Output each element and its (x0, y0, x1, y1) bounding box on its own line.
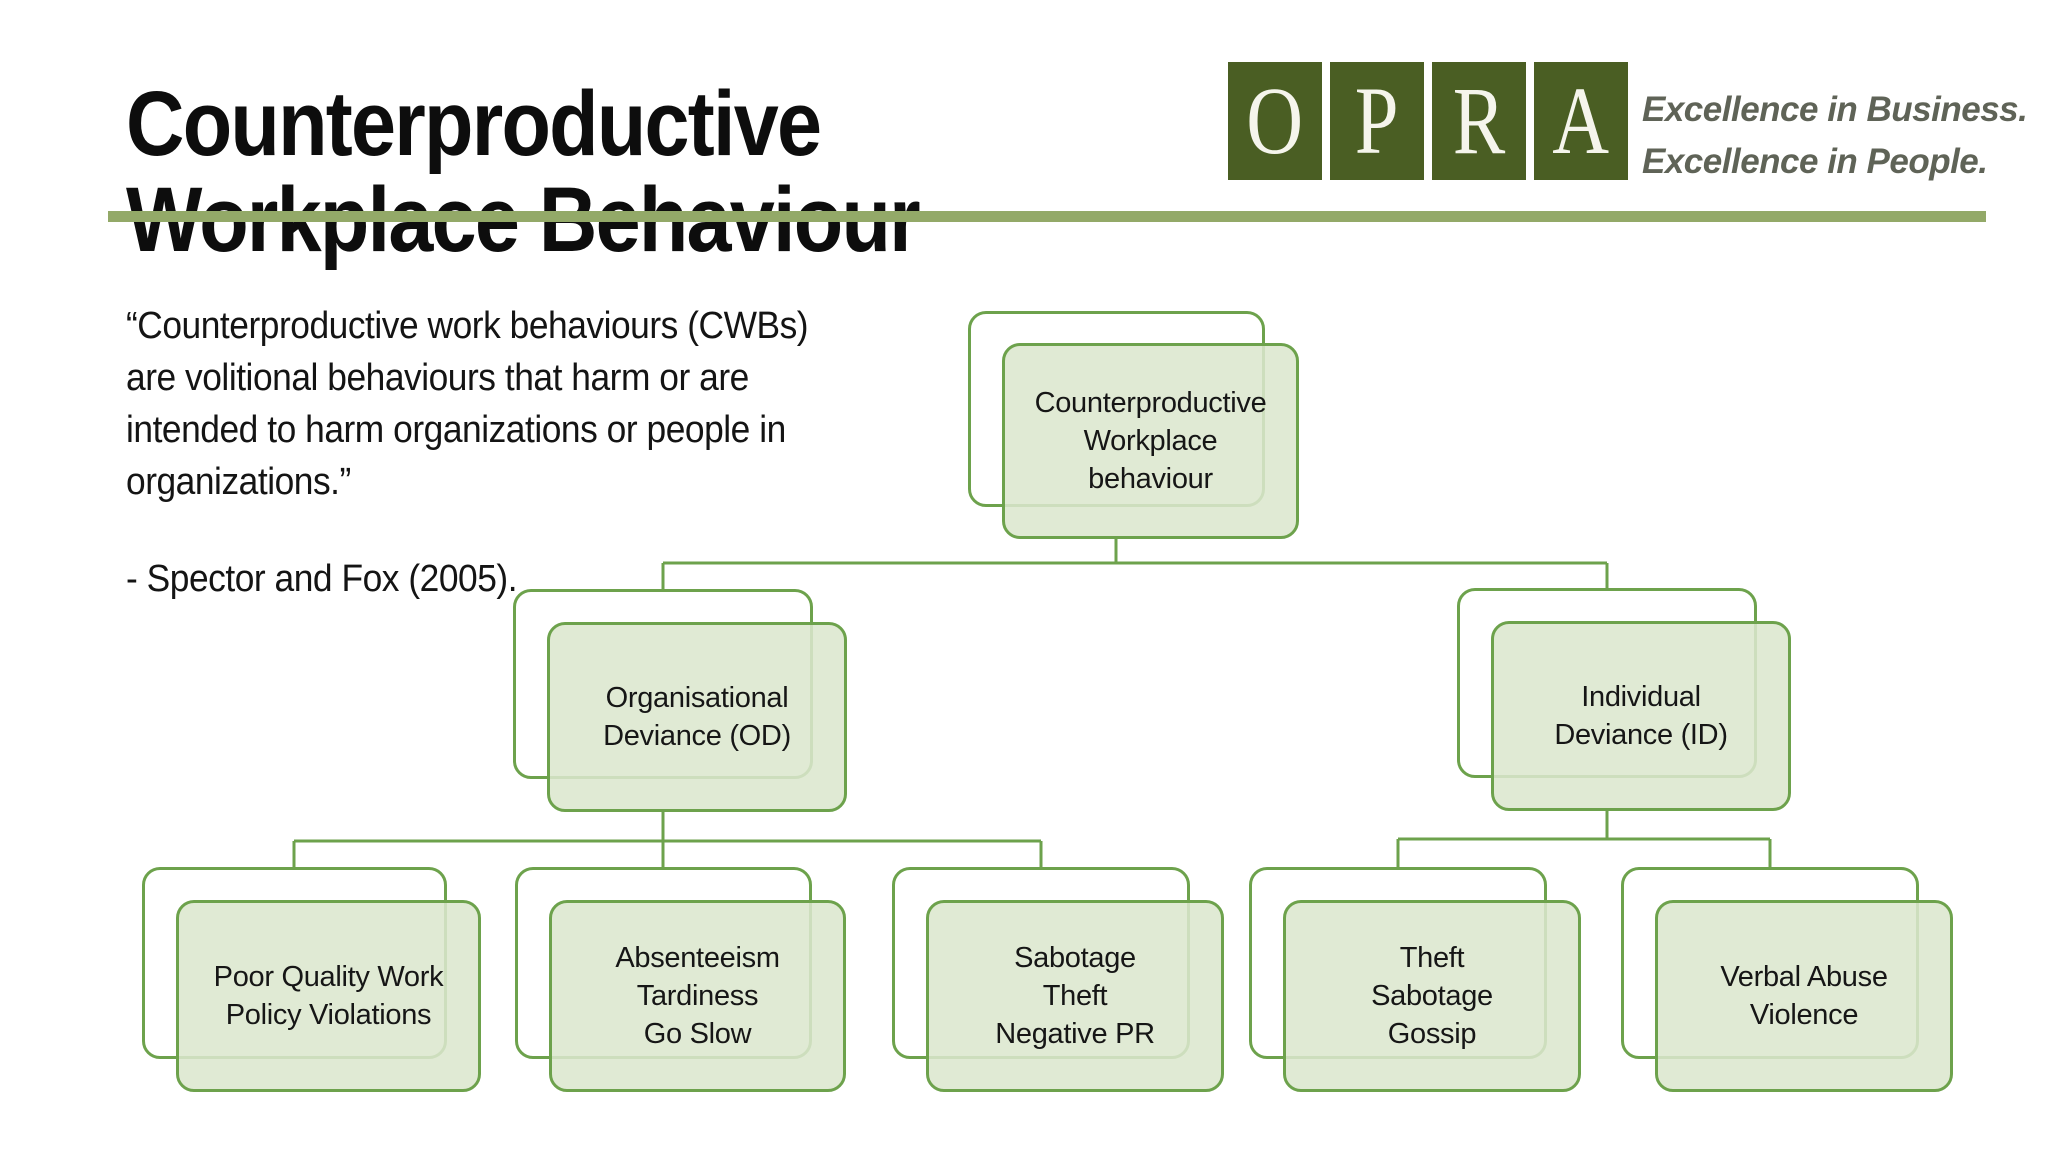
node-card: Sabotage Theft Negative PR (926, 900, 1224, 1092)
logo-letter-p: P (1355, 67, 1399, 174)
node-label: Organisational Deviance (OD) (603, 682, 791, 752)
node-label: Poor Quality Work Policy Violations (213, 961, 444, 1031)
node-label: Counterproductive Workplace behaviour (1034, 387, 1267, 495)
logo-square: R (1432, 62, 1526, 180)
quote-citation: - Spector and Fox (2005). (126, 558, 518, 600)
node-card: Verbal Abuse Violence (1655, 900, 1953, 1092)
quote-text: “Counterproductive work behaviours (CWBs… (126, 305, 809, 503)
node-card: Individual Deviance (ID) (1491, 621, 1791, 811)
node-card: Absenteeism Tardiness Go Slow (549, 900, 846, 1092)
logo-square: O (1228, 62, 1322, 180)
logo-letter-r: R (1452, 67, 1506, 174)
node-card: Theft Sabotage Gossip (1283, 900, 1581, 1092)
title-divider-rule (108, 211, 1986, 222)
node-card: Poor Quality Work Policy Violations (176, 900, 481, 1092)
logo-tagline: Excellence in Business. Excellence in Pe… (1642, 90, 2028, 181)
opra-logo: O P R A (1228, 62, 1628, 180)
logo-letter-a: A (1552, 67, 1610, 174)
node-label: Theft Sabotage Gossip (1371, 942, 1493, 1050)
node-label: Sabotage Theft Negative PR (995, 942, 1155, 1050)
node-label: Verbal Abuse Violence (1720, 961, 1888, 1031)
logo-letter-o: O (1246, 67, 1304, 174)
node-card: Counterproductive Workplace behaviour (1002, 343, 1299, 539)
node-card: Organisational Deviance (OD) (547, 622, 847, 812)
node-label: Absenteeism Tardiness Go Slow (615, 942, 780, 1050)
logo-square: P (1330, 62, 1424, 180)
node-label: Individual Deviance (ID) (1554, 681, 1728, 751)
logo-square: A (1534, 62, 1628, 180)
